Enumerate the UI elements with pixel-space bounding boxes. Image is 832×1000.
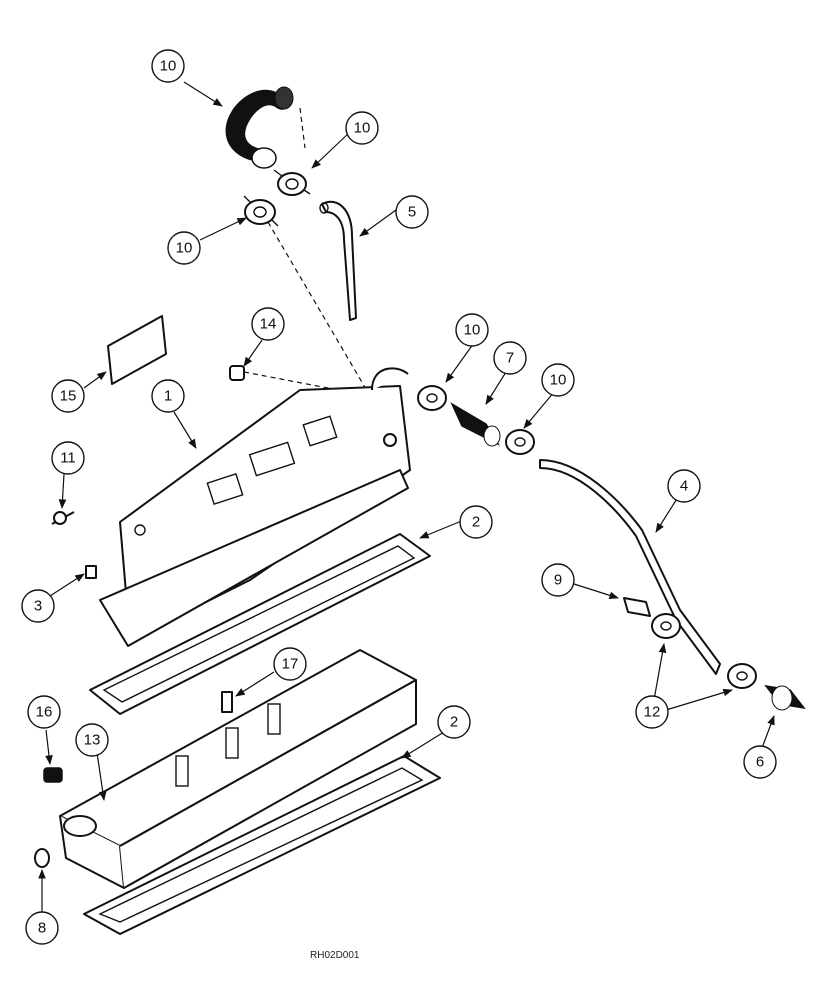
plug-part-12 (229, 365, 381, 399)
alignment-line (299, 107, 306, 149)
callout-label: 7 (506, 350, 514, 367)
leader-lines (38, 81, 775, 916)
bolt-part-3 (85, 565, 97, 579)
callout-1: 1 (151, 379, 185, 413)
callout-label: 6 (756, 754, 764, 771)
callout-15: 8 (25, 911, 59, 945)
callout-label: 16 (36, 704, 53, 721)
hose-clamp-upper-right (273, 169, 311, 196)
plug-part-16 (43, 767, 63, 783)
callout-label: 2 (472, 514, 480, 531)
gasket-lower-part-2 (83, 755, 441, 935)
callout-8: 10 (151, 49, 185, 83)
callout-label: 10 (464, 322, 481, 339)
callout-label: 15 (60, 388, 77, 405)
callout-label: 1 (164, 388, 172, 405)
hose-sleeve-part-6 (764, 684, 806, 711)
callout-17: 17 (273, 647, 307, 681)
callout-label: 13 (84, 732, 101, 749)
hose-sleeve-part-7 (450, 402, 501, 447)
callout-13: 15 (51, 379, 85, 413)
callout-label: 4 (680, 478, 688, 495)
callout-3: 3 (21, 589, 55, 623)
callout-label: 11 (60, 450, 76, 467)
callout-label: 8 (38, 920, 46, 937)
name-plate-part-13 (107, 315, 167, 385)
callout-label: 5 (408, 204, 416, 221)
callout-label: 10 (550, 372, 567, 389)
callout-10c: 10 (455, 313, 489, 347)
bypass-hose-part-5 (319, 200, 357, 321)
lower-manifold-part-14 (59, 649, 417, 889)
callout-9: 9 (541, 563, 575, 597)
callout-label: 10 (354, 120, 371, 137)
callout-10e: 12 (635, 695, 669, 729)
callout-label: 3 (34, 598, 42, 615)
hose-clamp-upper-left (243, 195, 279, 227)
callout-2a: 2 (459, 505, 493, 539)
callout-label: 9 (554, 572, 562, 589)
callout-10a: 10 (345, 111, 379, 145)
callout-label: 10 (176, 240, 193, 257)
manifold-part-1 (99, 367, 411, 647)
callout-label: 14 (260, 316, 277, 333)
fitting-part-11 (51, 511, 75, 525)
callout-label: 10 (160, 58, 177, 75)
callout-10d: 10 (541, 363, 575, 397)
callout-10b: 10 (167, 231, 201, 265)
callout-label: 2 (450, 714, 458, 731)
hose-clamp-lower-left (651, 613, 681, 639)
gasket-upper-part-2 (89, 533, 431, 715)
upper-hose-part-8 (225, 86, 294, 169)
adapter-part-9 (623, 597, 651, 617)
bolt-part-17 (221, 691, 233, 713)
callout-11: 11 (51, 441, 85, 475)
hose-clamp-mid-left (417, 385, 447, 411)
callout-5: 5 (395, 195, 429, 229)
hose-clamp-lower-right (727, 663, 757, 689)
callout-2b: 2 (437, 705, 471, 739)
callout-label: 12 (644, 704, 661, 721)
callout-14: 13 (75, 723, 109, 757)
callout-7: 7 (493, 341, 527, 375)
hose-clamp-mid-right (505, 429, 535, 455)
drawing-id: RH02D001 (310, 950, 360, 961)
callout-4: 4 (667, 469, 701, 503)
water-pipe-part-4 (539, 459, 721, 675)
callout-label: 17 (282, 656, 299, 673)
callout-16: 16 (27, 695, 61, 729)
callout-6: 6 (743, 745, 777, 779)
callout-12: 14 (251, 307, 285, 341)
o-ring-part-15 (34, 848, 50, 868)
